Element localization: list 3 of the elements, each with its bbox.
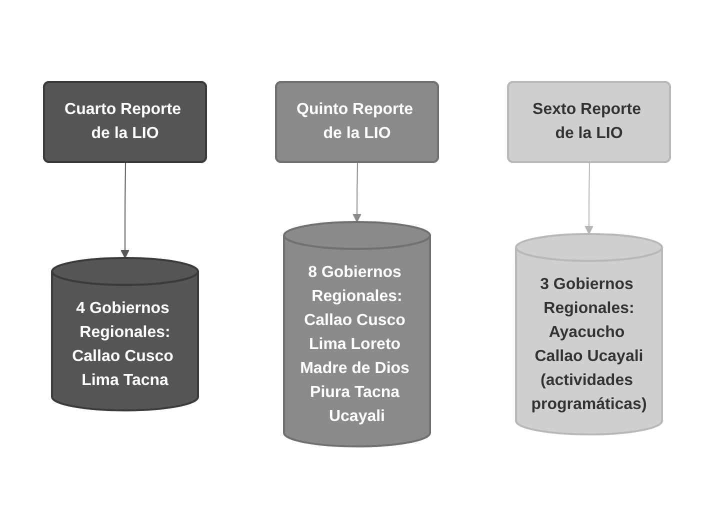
arrow [352,162,361,223]
arrow [584,162,593,235]
arrow [120,162,129,259]
